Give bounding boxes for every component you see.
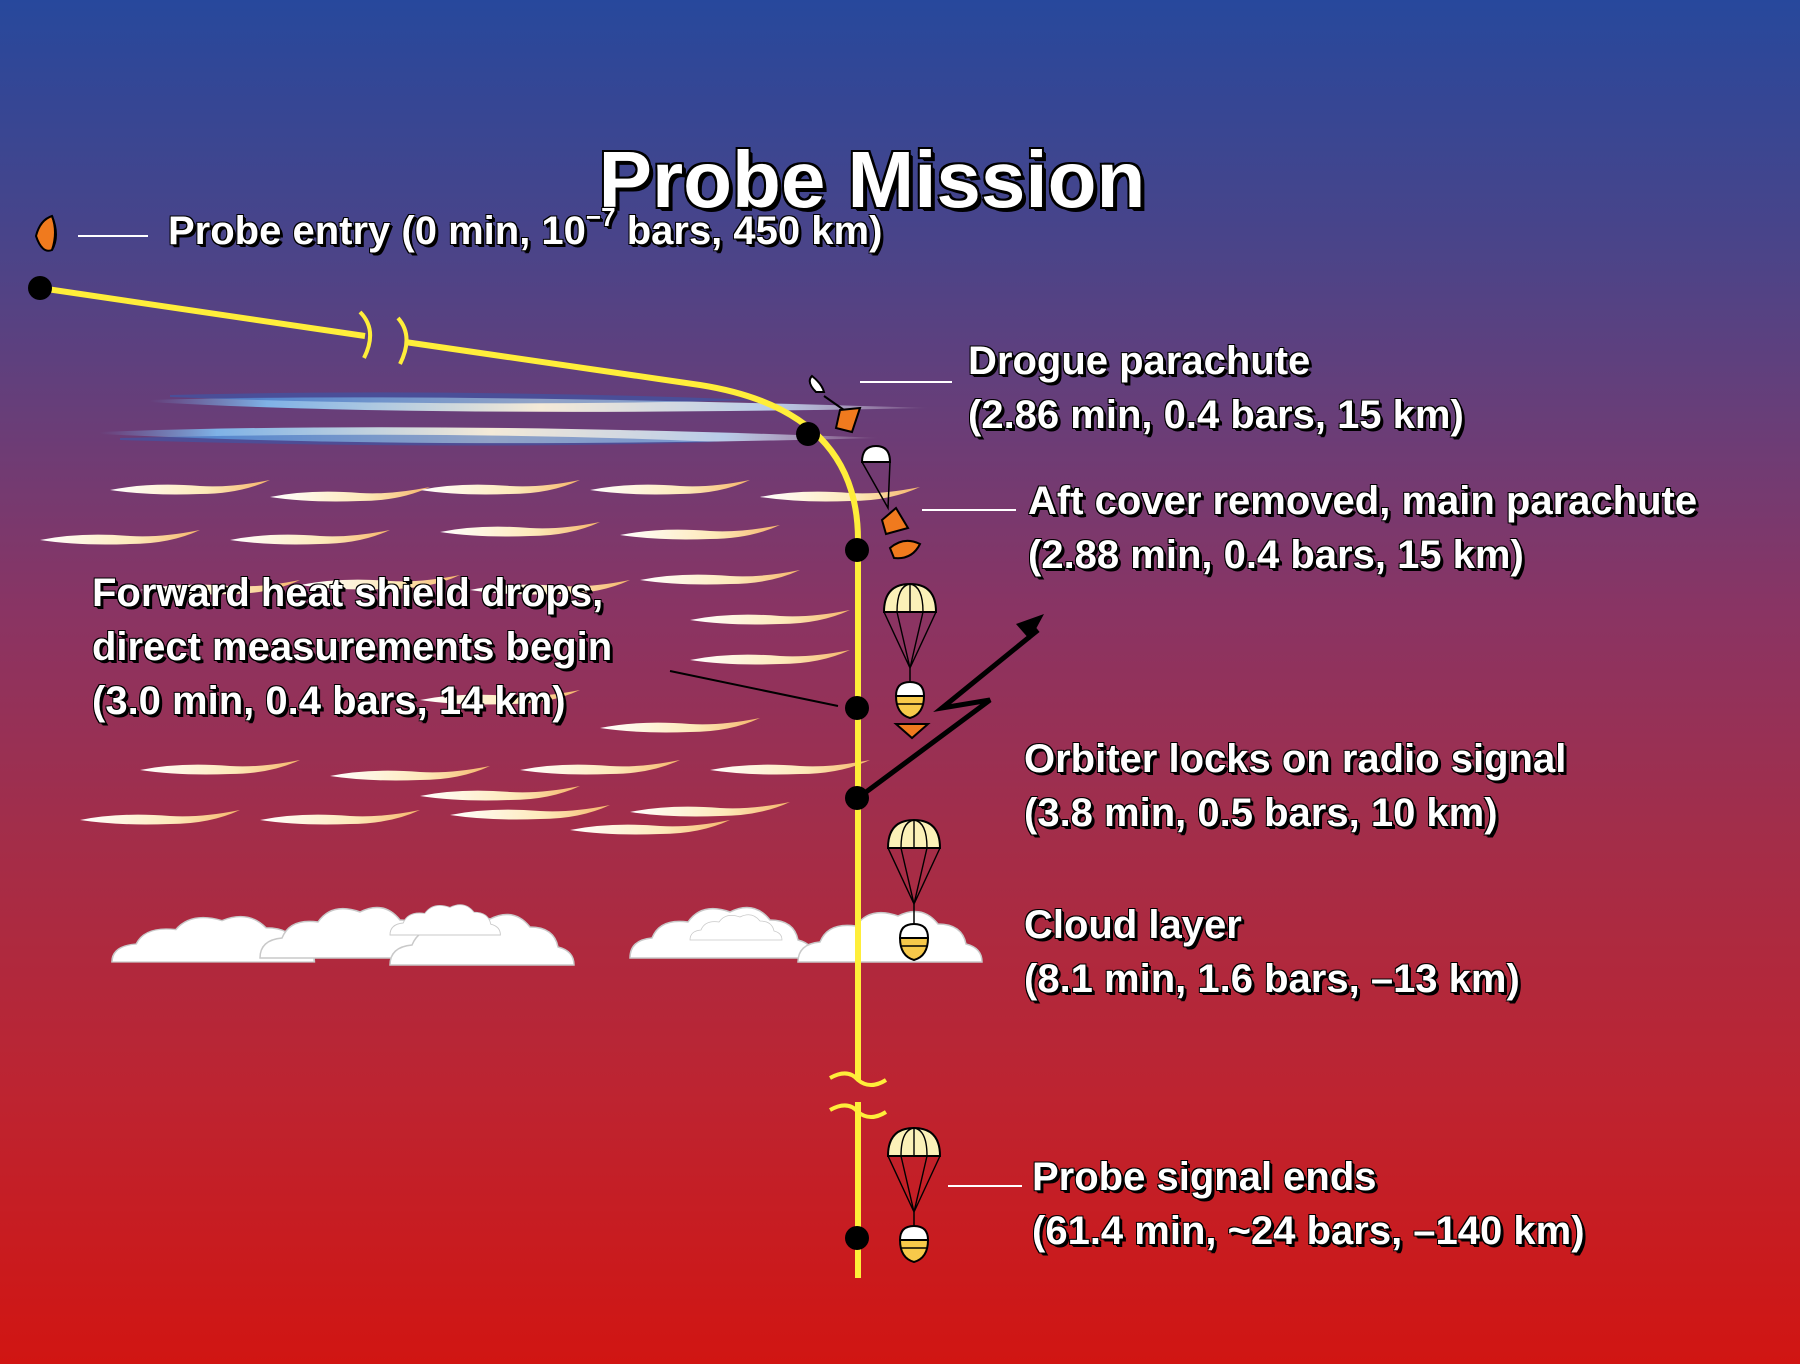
orbiter-line2: (3.8 min, 0.5 bars, 10 km) (1024, 791, 1498, 835)
marker-entry (28, 276, 52, 300)
label-heat-shield: Forward heat shield drops, direct measur… (92, 566, 612, 728)
signal-end-line2: (61.4 min, ~24 bars, –140 km) (1032, 1209, 1585, 1253)
label-aft-cover: Aft cover removed, main parachute (2.88 … (1028, 474, 1697, 582)
label-drogue-parachute: Drogue parachute (2.86 min, 0.4 bars, 15… (968, 334, 1464, 442)
heat-shield-line3: (3.0 min, 0.4 bars, 14 km) (92, 679, 566, 723)
leader-lines (78, 235, 1022, 1187)
cloud-layer-puffs (111, 904, 983, 966)
main-parachute-icon-3 (887, 1127, 941, 1263)
cloud-line2: (8.1 min, 1.6 bars, –13 km) (1024, 957, 1520, 1001)
probe-entry-icon (34, 214, 57, 252)
page-title: Probe Mission (598, 134, 1146, 224)
main-parachute-icon-1 (883, 583, 937, 740)
label-cloud-layer: Cloud layer (8.1 min, 1.6 bars, –13 km) (1024, 898, 1520, 1006)
heat-shield-line2: direct measurements begin (92, 625, 613, 669)
aft-cover-line2: (2.88 min, 0.4 bars, 15 km) (1028, 533, 1524, 577)
marker-aft-cover (845, 538, 869, 562)
radio-signal-arrow (856, 614, 1044, 801)
entry-exponent: −7 (585, 201, 616, 232)
drogue-parachute-icon (808, 374, 862, 434)
event-markers (28, 276, 869, 1250)
marker-signal-end (845, 1226, 869, 1250)
main-parachute-icon-2 (887, 819, 941, 961)
entry-rest: bars, 450 km) (615, 209, 883, 253)
label-orbiter-lock: Orbiter locks on radio signal (3.8 min, … (1024, 732, 1566, 840)
marker-drogue (796, 422, 820, 446)
signal-end-line1: Probe signal ends (1032, 1155, 1377, 1199)
upper-haze-layer (100, 392, 930, 446)
label-probe-entry: Probe entry (0 min, 10−7 bars, 450 km) (168, 204, 882, 258)
heat-shield-line1: Forward heat shield drops, (92, 571, 604, 615)
entry-text: Probe entry (0 min, 10 (168, 209, 586, 253)
label-signal-ends: Probe signal ends (61.4 min, ~24 bars, –… (1032, 1150, 1585, 1258)
cloud-line1: Cloud layer (1024, 903, 1242, 947)
drogue-line1: Drogue parachute (968, 339, 1311, 383)
marker-heat-shield (845, 696, 869, 720)
orbiter-line1: Orbiter locks on radio signal (1024, 737, 1567, 781)
marker-orbiter (845, 786, 869, 810)
aft-cover-line1: Aft cover removed, main parachute (1028, 479, 1698, 523)
aft-cover-icon (860, 444, 922, 560)
drogue-line2: (2.86 min, 0.4 bars, 15 km) (968, 393, 1464, 437)
